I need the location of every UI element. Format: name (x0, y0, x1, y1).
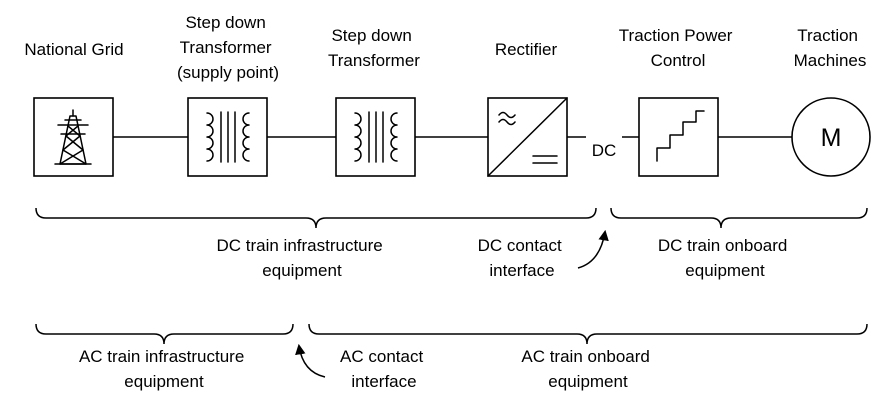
dc-interface-label: DC contact interface (478, 236, 567, 280)
motor-icon (791, 97, 871, 177)
stage-label-step-down: Step down Transformer (328, 26, 420, 70)
ac-onboard-brace (308, 323, 868, 345)
traction-power-control-block (638, 97, 719, 177)
dc-onboard-brace (610, 207, 868, 229)
rectifier-icon (487, 97, 568, 177)
ac-interface-arrow (295, 343, 326, 378)
dc-link-label: DC (592, 141, 617, 160)
motor-symbol-text: M (821, 124, 842, 152)
ac-infrastructure-brace (35, 323, 294, 345)
stage-label-national-grid: National Grid (24, 40, 123, 59)
dc-interface-arrow (577, 229, 609, 269)
dc-onboard-label: DC train onboard equipment (658, 236, 792, 280)
stage-label-step-down-supply: Step down Transformer (supply point) (177, 13, 279, 82)
ac-interface-label: AC contact interface (340, 347, 428, 391)
staircase-icon (656, 110, 705, 162)
stage-label-traction-machines: Traction Machines (794, 26, 867, 70)
ac-onboard-label: AC train onboard equipment (521, 347, 654, 391)
pylon-icon (54, 109, 92, 165)
dc-infrastructure-brace (35, 207, 597, 229)
transformer-icon (354, 111, 398, 163)
dc-infrastructure-label: DC train infrastructure equipment (216, 236, 387, 280)
stage-label-rectifier: Rectifier (495, 40, 558, 59)
transformer-icon (206, 111, 250, 163)
stage-label-traction-power-control: Traction Power Control (619, 26, 737, 70)
ac-infrastructure-label: AC train infrastructure equipment (79, 347, 249, 391)
